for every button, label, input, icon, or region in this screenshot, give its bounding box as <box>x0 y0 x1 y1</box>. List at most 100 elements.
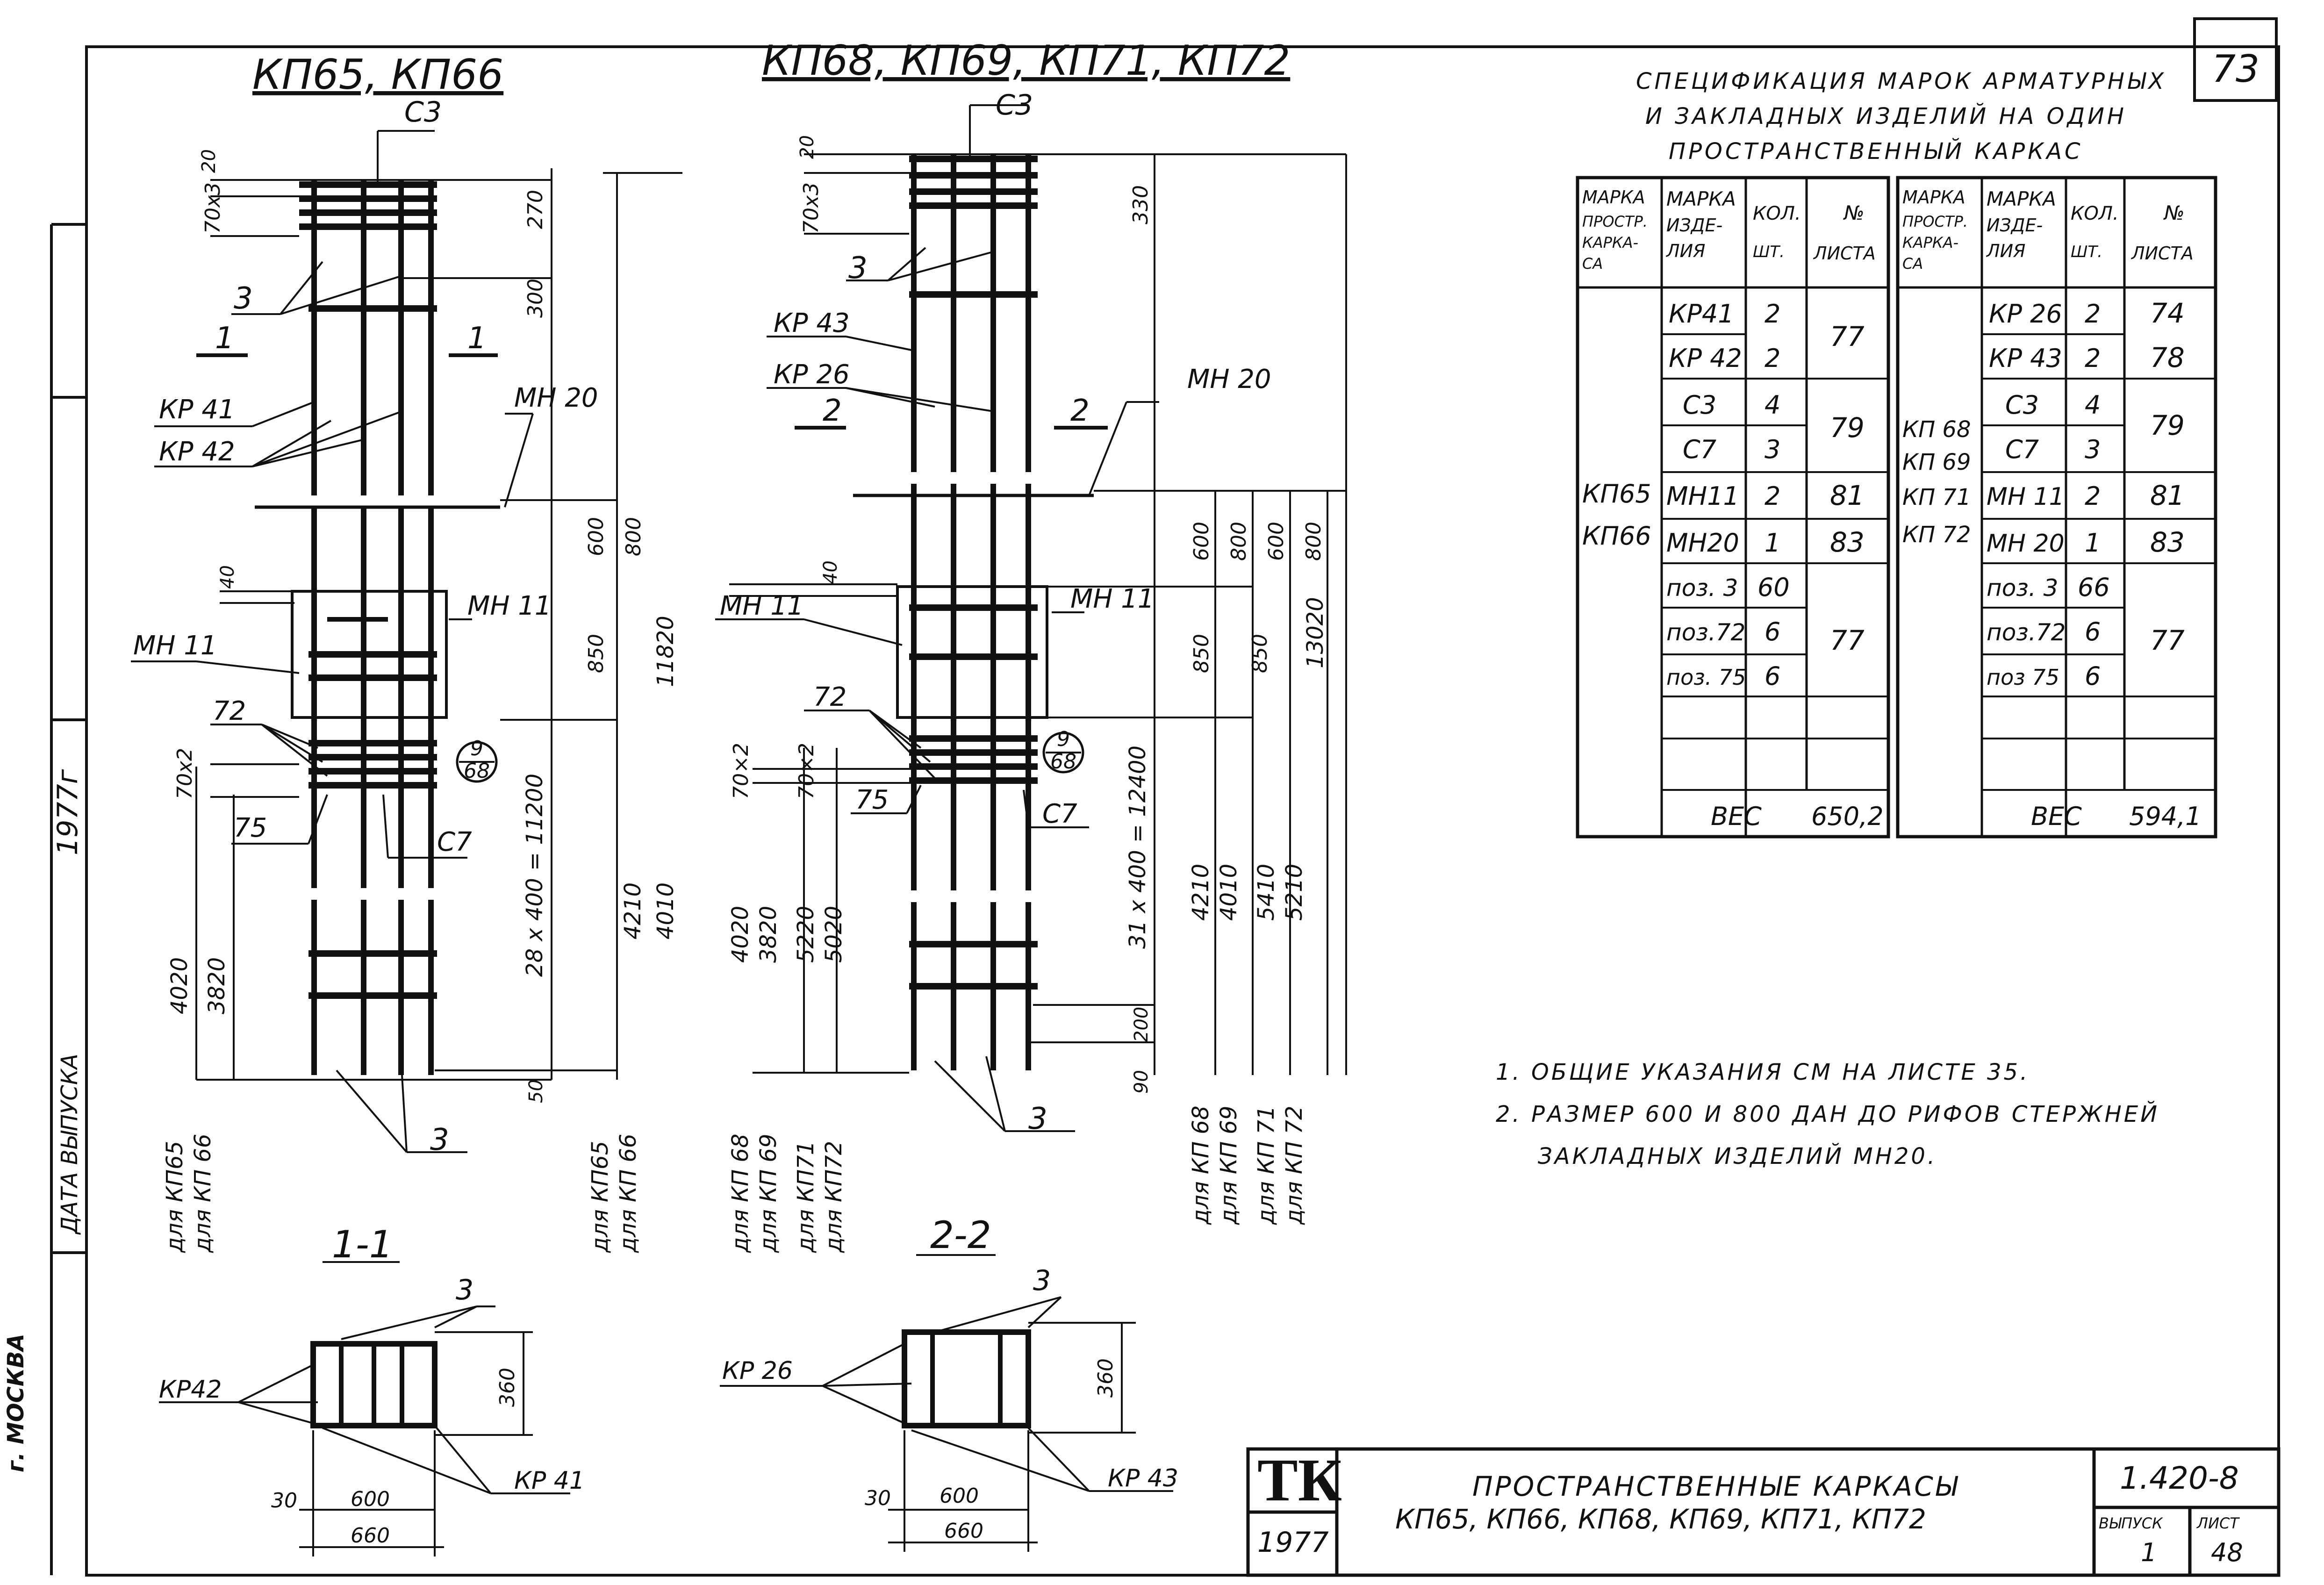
section-1-1-dim-360: 360 <box>495 1368 519 1407</box>
section-2-2-dim-600: 600 <box>940 1484 979 1508</box>
right-pos75: 75 <box>855 785 889 815</box>
left-dim-50: 50 <box>525 1079 547 1103</box>
right-pos3-bottom: 3 <box>1028 1102 1047 1136</box>
spec-right-sheet-3: 79 <box>2150 409 2185 441</box>
right-callout-num: 9 <box>1057 727 1070 751</box>
spec-right-qty-7: 66 <box>2078 573 2110 602</box>
side-date-label: ДАТА ВЫПУСКА <box>57 1054 83 1235</box>
spec-left-item-2: КР 42 <box>1669 344 1742 373</box>
section-2-2-title: 2-2 <box>930 1213 991 1257</box>
title-block-year: 1977 <box>1257 1526 1329 1559</box>
spec-left-item-7: поз. 3 <box>1666 574 1738 602</box>
spec-left-qty-7: 60 <box>1757 573 1790 602</box>
right-for-kp72-b: для КП 72 <box>1281 1105 1307 1225</box>
left-for-kp66: для КП 66 <box>190 1133 216 1253</box>
spec-title-line2: И ЗАКЛАДНЫХ ИЗДЕЛИЙ НА ОДИН <box>1645 103 2127 129</box>
right-callout-den: 68 <box>1050 750 1076 774</box>
right-frame-elevation <box>715 104 1347 1132</box>
right-mn11-left: МН 11 <box>720 591 803 621</box>
right-mn20: МН 20 <box>1187 364 1271 394</box>
side-year: 1977г <box>51 769 84 855</box>
left-kr41: КР 41 <box>159 394 235 425</box>
spec-head-c4-l1: № <box>1843 201 1865 224</box>
right-sec2-a: 2 <box>823 394 842 428</box>
left-kr42: КР 42 <box>159 437 235 467</box>
left-for-kp65: для КП65 <box>162 1141 188 1253</box>
sheet-number: 73 <box>2212 47 2259 91</box>
spec-left-sheet-3: 81 <box>1830 480 1865 511</box>
section-1-1-dim-30: 30 <box>271 1489 297 1513</box>
left-dim-4010: 4010 <box>653 882 679 940</box>
spec-head-c1-l4: СА <box>1582 255 1603 273</box>
right-dim-40: 40 <box>820 560 841 584</box>
right-for-kp72: для КП72 <box>821 1141 847 1253</box>
section-2-2-dim-360: 360 <box>1094 1358 1118 1398</box>
right-dim-800-b: 800 <box>1302 522 1326 561</box>
spec-left-item-4: С7 <box>1683 435 1716 464</box>
spec-title-line1: СПЕЦИФИКАЦИЯ МАРОК АРМАТУРНЫХ <box>1636 68 2166 94</box>
section-2-2-kr26: КР 26 <box>722 1357 793 1385</box>
spec-right-item-6: МН 20 <box>1987 530 2065 558</box>
sheet-no-box <box>2193 17 2278 102</box>
spec-right-frame-4: КП 72 <box>1902 522 1971 548</box>
left-pos3-bottom: 3 <box>430 1123 449 1157</box>
right-dim-5410: 5410 <box>1253 864 1279 921</box>
left-dim-850: 850 <box>584 634 608 673</box>
right-mn11-right: МН 11 <box>1070 584 1154 614</box>
left-dim-600: 600 <box>584 517 608 556</box>
spec-left-sheet-1: 77 <box>1830 321 1865 352</box>
right-pos72: 72 <box>813 682 846 712</box>
spec-head-r-c2-l3: ЛИЯ <box>1986 241 2025 261</box>
left-pos3-top: 3 <box>234 281 253 316</box>
side-city: г. МОСКВА <box>3 1334 29 1472</box>
spec-head-r-c1-l2: ПРОСТР. <box>1902 213 1968 230</box>
spec-right-qty-1: 2 <box>2085 299 2101 329</box>
title-block-grid <box>1246 1447 2281 1577</box>
right-dim-4010: 4010 <box>1216 864 1242 921</box>
section-2-2-dim-660: 660 <box>944 1519 983 1543</box>
spec-left-qty-2: 2 <box>1765 344 1780 373</box>
right-dim-70x2-b: 70×2 <box>795 743 818 799</box>
spec-right-item-7: поз. 3 <box>1987 574 2058 602</box>
spec-right-item-4: С7 <box>2005 435 2039 464</box>
spec-right-qty-6: 1 <box>2085 528 2101 558</box>
spec-head-r-c1-l4: СА <box>1902 255 1923 273</box>
spec-head-r-c3-l1: КОЛ. <box>2071 203 2119 224</box>
right-dim-600-b: 600 <box>1264 522 1288 561</box>
left-dim-3820: 3820 <box>204 957 230 1014</box>
right-for-kp71-b: для КП 71 <box>1253 1105 1279 1225</box>
note-2: 2. РАЗМЕР 600 И 800 ДАН ДО РИФОВ СТЕРЖНЕ… <box>1496 1101 2159 1127</box>
spec-right-qty-9: 6 <box>2085 661 2101 691</box>
spec-right-item-5: МН 11 <box>1987 483 2065 511</box>
spec-right-qty-4: 3 <box>2085 435 2101 464</box>
left-mn20: МН 20 <box>514 383 598 413</box>
right-for-kp71: для КП71 <box>793 1141 819 1253</box>
spec-title-line3: ПРОСТРАНСТВЕННЫЙ КАРКАС <box>1669 138 2083 165</box>
spec-head-r-c1-l3: КАРКА- <box>1902 234 1958 251</box>
right-kr43: КР 43 <box>774 308 850 338</box>
spec-left-sheet-5: 77 <box>1830 624 1865 656</box>
spec-head-c3-l1: КОЛ. <box>1753 203 1801 224</box>
spec-right-item-9: поз 75 <box>1987 665 2059 690</box>
right-pos3-top: 3 <box>848 251 868 286</box>
spec-right-item-1: КР 26 <box>1989 299 2062 329</box>
right-title: КП68, КП69, КП71, КП72 <box>762 36 1290 85</box>
left-dim-40: 40 <box>217 565 238 589</box>
left-callout-den: 68 <box>464 759 490 783</box>
spec-right-qty-5: 2 <box>2085 481 2101 511</box>
left-mn11-right: МН 11 <box>467 591 551 621</box>
section-1-1-kr42: КР42 <box>159 1376 222 1404</box>
right-kr26: КР 26 <box>774 359 850 390</box>
right-dim-5020: 5020 <box>821 906 847 963</box>
spec-left-qty-1: 2 <box>1765 299 1780 329</box>
spec-head-c2-l1: МАРКА <box>1666 187 1736 210</box>
right-dim-200: 200 <box>1131 1007 1152 1042</box>
spec-right-qty-8: 6 <box>2085 617 2101 646</box>
spec-left-qty-4: 3 <box>1765 435 1780 464</box>
right-dim-20: 20 <box>796 135 818 159</box>
left-for-kp65-b: для КП65 <box>587 1141 613 1253</box>
spec-head-r-c1-l1: МАРКА <box>1902 187 1965 208</box>
spec-right-frame-1: КП 68 <box>1902 416 1971 443</box>
spec-left-sheet-2: 79 <box>1830 412 1865 444</box>
